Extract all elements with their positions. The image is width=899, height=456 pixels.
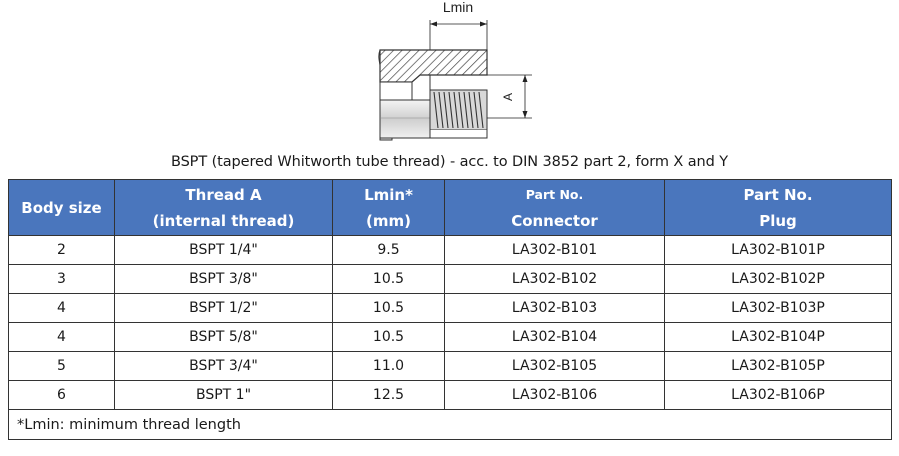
table-row: 3 BSPT 3/8" 10.5 LA302-B102 LA302-B102P	[8, 264, 892, 294]
cell-body-size: 4	[8, 322, 115, 352]
cell-plug: LA302-B106P	[664, 380, 892, 410]
cell-plug: LA302-B103P	[664, 293, 892, 323]
header-body-size: Body size	[8, 179, 115, 236]
cell-connector: LA302-B104	[444, 322, 665, 352]
table-row: 4 BSPT 1/2" 10.5 LA302-B103 LA302-B103P	[8, 293, 892, 323]
cell-thread: BSPT 1"	[114, 380, 333, 410]
cell-thread: BSPT 5/8"	[114, 322, 333, 352]
cell-body-size: 4	[8, 293, 115, 323]
cell-plug: LA302-B104P	[664, 322, 892, 352]
table-caption: BSPT (tapered Whitworth tube thread) - a…	[170, 154, 729, 170]
header-thread: Thread A (internal thread)	[114, 179, 333, 236]
header-plug: Part No. Plug	[664, 179, 892, 236]
cell-thread: BSPT 1/2"	[114, 293, 333, 323]
cell-lmin: 10.5	[332, 264, 445, 294]
cell-plug: LA302-B101P	[664, 235, 892, 265]
cell-lmin: 10.5	[332, 322, 445, 352]
cell-lmin: 12.5	[332, 380, 445, 410]
cell-connector: LA302-B101	[444, 235, 665, 265]
cell-thread: BSPT 1/4"	[114, 235, 333, 265]
cell-plug: LA302-B102P	[664, 264, 892, 294]
table-header-row: Body size Thread A (internal thread) Lmi…	[8, 179, 892, 236]
table-row: 4 BSPT 5/8" 10.5 LA302-B104 LA302-B104P	[8, 322, 892, 352]
cell-connector: LA302-B106	[444, 380, 665, 410]
dim-a-label: A	[501, 93, 515, 101]
cell-lmin: 11.0	[332, 351, 445, 381]
dim-lmin-label: Lmin	[443, 0, 473, 15]
table-row: 2 BSPT 1/4" 9.5 LA302-B101 LA302-B101P	[8, 235, 892, 265]
thread-section-drawing: Lmin A	[378, 0, 532, 141]
thread-spec-table: Body size Thread A (internal thread) Lmi…	[8, 179, 892, 440]
cell-lmin: 10.5	[332, 293, 445, 323]
footnote: *Lmin: minimum thread length	[8, 409, 892, 440]
cell-connector: LA302-B102	[444, 264, 665, 294]
cell-lmin: 9.5	[332, 235, 445, 265]
cell-thread: BSPT 3/8"	[114, 264, 333, 294]
header-lmin: Lmin* (mm)	[332, 179, 445, 236]
footnote-row: *Lmin: minimum thread length	[8, 409, 892, 440]
table-row: 6 BSPT 1" 12.5 LA302-B106 LA302-B106P	[8, 380, 892, 410]
cell-body-size: 2	[8, 235, 115, 265]
table-row: 5 BSPT 3/4" 11.0 LA302-B105 LA302-B105P	[8, 351, 892, 381]
cell-plug: LA302-B105P	[664, 351, 892, 381]
cell-connector: LA302-B103	[444, 293, 665, 323]
header-connector: Part No. Connector	[444, 179, 665, 236]
cell-body-size: 6	[8, 380, 115, 410]
cell-body-size: 3	[8, 264, 115, 294]
cell-connector: LA302-B105	[444, 351, 665, 381]
cell-thread: BSPT 3/4"	[114, 351, 333, 381]
cell-body-size: 5	[8, 351, 115, 381]
